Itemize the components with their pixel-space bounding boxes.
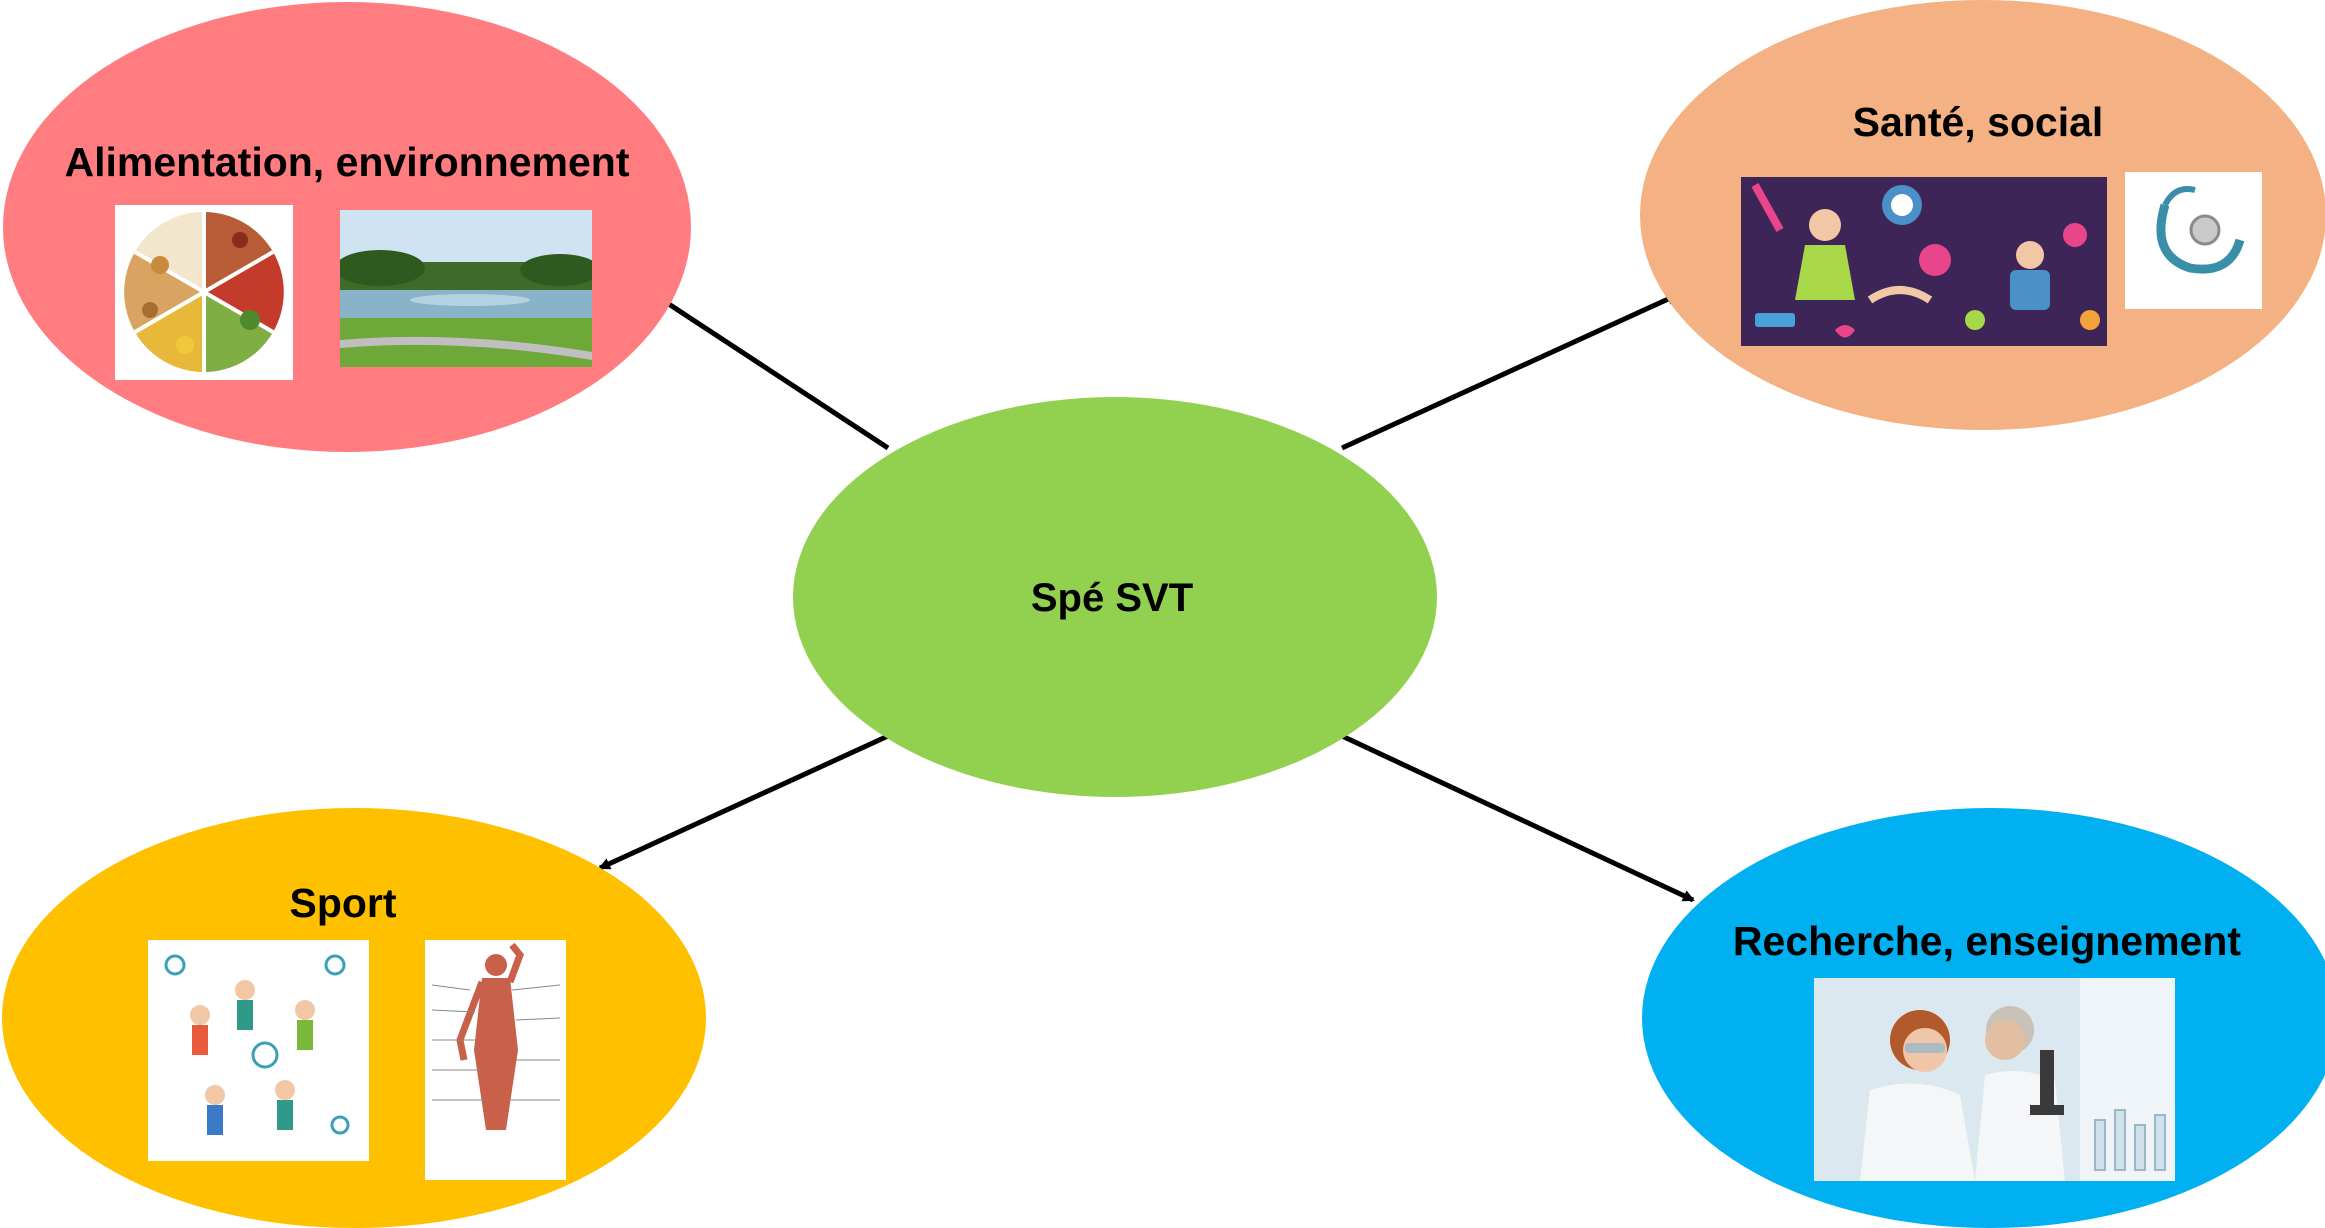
node-research-teaching: Recherche, enseignement — [1642, 808, 2325, 1228]
stethoscope-image — [2125, 172, 2262, 309]
sport-label: Sport — [289, 880, 396, 926]
center-node: Spé SVT — [793, 397, 1437, 797]
node-sport: Sport — [2, 808, 706, 1228]
research-teaching-label: Recherche, enseignement — [1733, 918, 2241, 964]
arrow-to-food-environment — [653, 292, 890, 451]
node-food-environment: Alimentation, environnement — [3, 2, 691, 452]
arrow-to-research-teaching — [1340, 733, 1695, 903]
social-care-collage-image — [1741, 177, 2107, 346]
arrow-to-health-social — [1340, 292, 1679, 451]
center-label: Spé SVT — [1031, 576, 1193, 620]
connectors — [598, 292, 1695, 903]
sports-illustration-image — [148, 940, 369, 1161]
muscular-anatomy-image — [425, 940, 566, 1180]
laboratory-scientists-image — [1814, 978, 2175, 1181]
arrow-to-sport — [598, 733, 890, 871]
food-environment-label: Alimentation, environnement — [65, 139, 630, 185]
center-ellipse — [793, 397, 1437, 797]
health-social-label: Santé, social — [1853, 99, 2104, 145]
park-lake-image — [340, 210, 592, 367]
node-health-social: Santé, social — [1640, 0, 2325, 430]
food-plate-image — [115, 205, 293, 380]
